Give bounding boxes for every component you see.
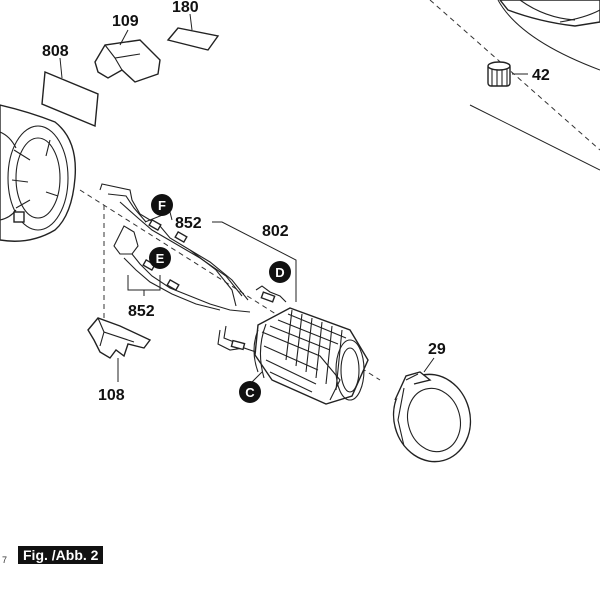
bracket-part-108: [87, 317, 152, 359]
stator-part-802: [253, 307, 369, 405]
leader-802: [212, 221, 297, 302]
part-number-852-bottom: 852: [128, 303, 155, 320]
gear-part-42: [487, 61, 511, 87]
leader-109: [119, 29, 129, 46]
leader-180: [189, 13, 193, 31]
callout-F: F: [151, 194, 173, 216]
terminal-C: [217, 325, 257, 353]
callout-E-label: E: [156, 251, 165, 266]
callout-D-label: D: [275, 265, 284, 280]
figure-label: Fig. /Abb. 2: [18, 546, 104, 564]
part-number-108: 108: [98, 387, 125, 404]
callout-D: D: [269, 261, 291, 283]
callout-F-label: F: [158, 198, 166, 213]
housing-edge-line: [469, 104, 600, 171]
wire-set-E: [113, 225, 251, 313]
callout-C: C: [239, 381, 261, 403]
housing-top-right: [497, 0, 600, 71]
terminal-D: [255, 285, 287, 303]
callout-C-label: C: [245, 385, 255, 400]
part-number-180: 180: [172, 0, 199, 16]
axis-line-upper: [429, 0, 600, 151]
ring-part-29: [392, 371, 472, 463]
callout-E: E: [149, 247, 171, 269]
part-number-109: 109: [112, 13, 139, 30]
part-number-802: 802: [262, 223, 289, 240]
leader-852-bottom: [127, 275, 161, 296]
leader-29: [423, 357, 435, 373]
motor-housing-left: [0, 104, 77, 242]
label-part-180: [166, 27, 220, 51]
wire-set-F: [99, 183, 249, 301]
nameplate-part-808: [41, 70, 99, 128]
part-number-808: 808: [42, 43, 69, 60]
part-number-852-top: 852: [175, 215, 202, 232]
page-mark: 7: [2, 555, 8, 565]
part-number-42: 42: [532, 67, 550, 84]
cover-part-109: [94, 39, 161, 83]
part-number-29: 29: [428, 341, 446, 358]
leader-808: [59, 57, 63, 79]
